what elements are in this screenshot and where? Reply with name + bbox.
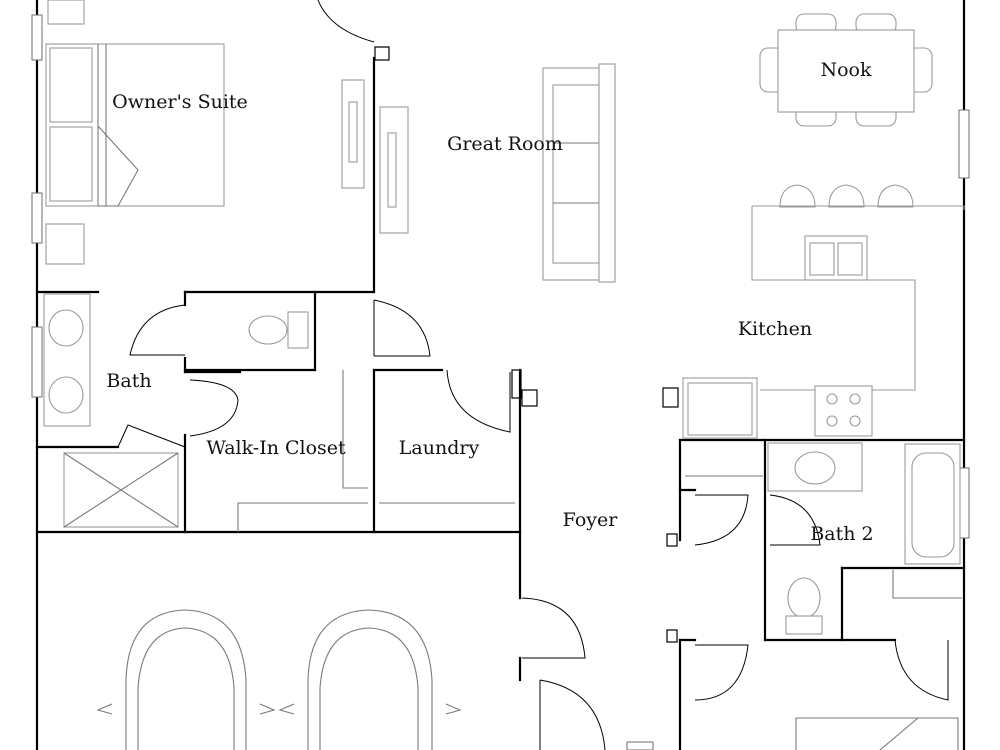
label-bath: Bath (106, 370, 151, 392)
furniture (43, 0, 965, 750)
label-foyer: Foyer (563, 509, 619, 531)
wall-posts (374, 46, 679, 643)
doors (117, 0, 949, 750)
room-labels: Owner's Suite Great Room Nook Kitchen Ba… (106, 59, 873, 545)
label-bath-2: Bath 2 (810, 523, 873, 545)
label-laundry: Laundry (399, 437, 480, 459)
label-walk-in-closet: Walk-In Closet (206, 437, 346, 459)
label-nook: Nook (820, 59, 872, 81)
label-great-room: Great Room (447, 133, 563, 155)
label-owners-suite: Owner's Suite (112, 91, 248, 113)
label-kitchen: Kitchen (738, 318, 812, 340)
windows (31, 14, 970, 539)
